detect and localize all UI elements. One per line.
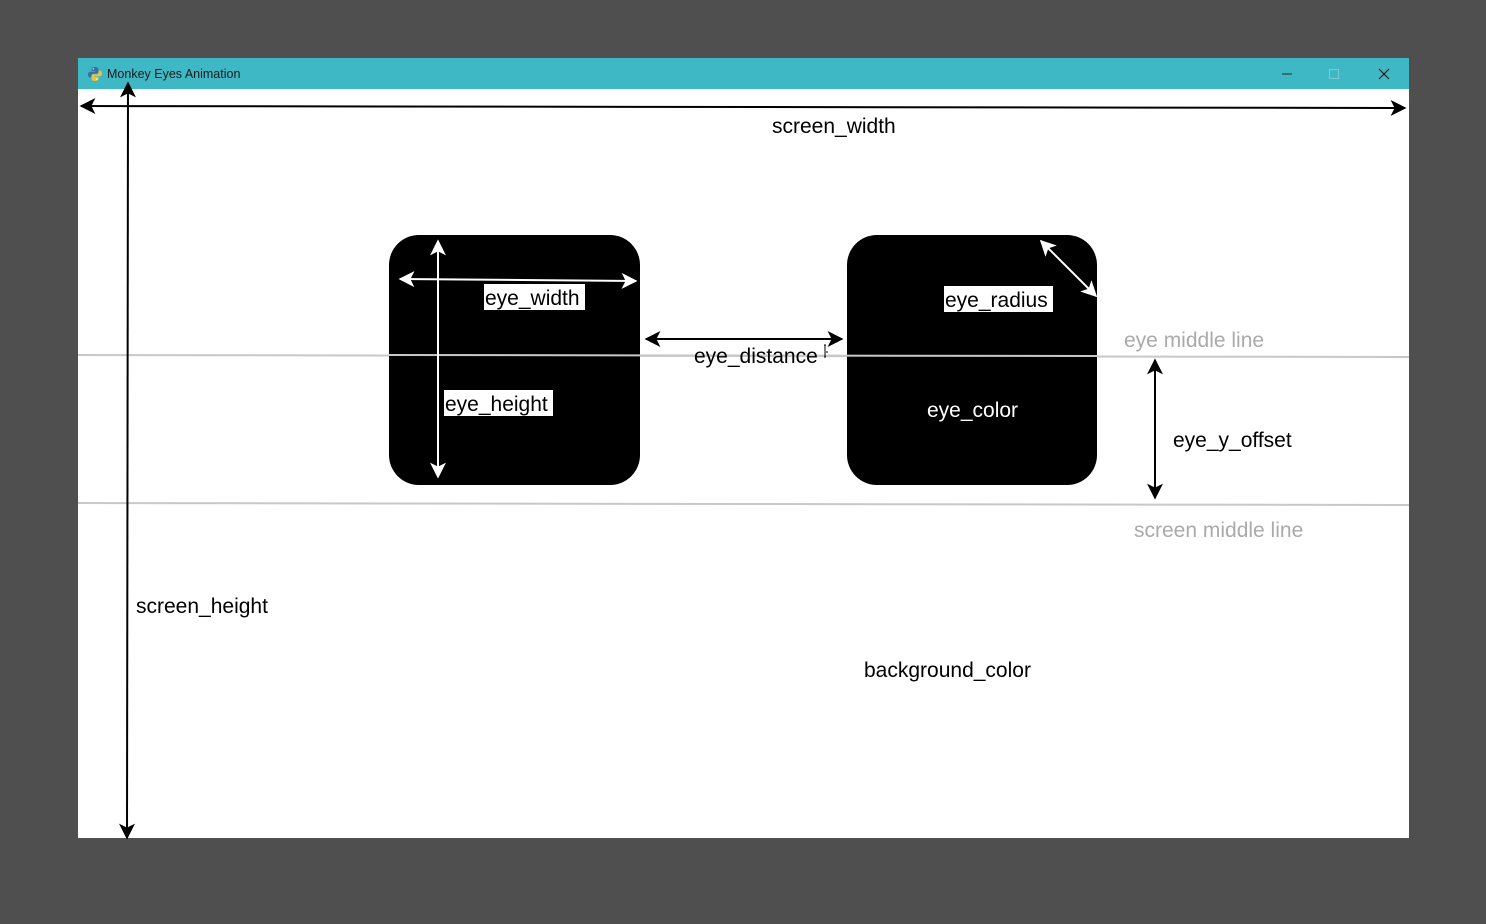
background-color-label: background_color	[864, 659, 1031, 682]
screen-middle-line	[77, 502, 1410, 506]
title-bar[interactable]: Monkey Eyes Animation	[78, 58, 1409, 89]
close-icon	[1378, 68, 1390, 79]
eye-width-label-bg	[484, 284, 585, 310]
screen-height-label: screen_height	[136, 595, 268, 618]
screen-width-arrow	[79, 98, 1407, 116]
left-eye	[389, 235, 640, 485]
eye-distance-label: eye_distance	[694, 345, 818, 368]
minimize-icon	[1282, 73, 1292, 74]
maximize-button[interactable]	[1311, 58, 1357, 89]
eye-radius-label-bg	[944, 286, 1053, 312]
python-icon	[88, 67, 102, 81]
eye-middle-line-overlay	[388, 354, 1098, 357]
text-cursor-icon	[824, 344, 828, 358]
close-button[interactable]	[1361, 58, 1407, 89]
screen-middle-line-label: screen middle line	[1134, 519, 1303, 542]
eye-middle-line-label: eye middle line	[1124, 329, 1264, 352]
screen-height-arrow	[119, 81, 136, 840]
eye-radius-label: eye_radius	[945, 289, 1048, 312]
eye-radius-arrow	[1039, 239, 1098, 298]
eye-height-label: eye_height	[445, 393, 548, 416]
eye-y-offset-label: eye_y_offset	[1173, 429, 1292, 452]
maximize-icon	[1329, 68, 1339, 79]
screen-canvas	[78, 89, 1409, 838]
window-title: Monkey Eyes Animation	[107, 67, 241, 81]
app-window: Monkey Eyes Animation	[78, 58, 1409, 838]
right-eye	[847, 235, 1097, 485]
minimize-button[interactable]	[1264, 58, 1310, 89]
eye-width-label: eye_width	[485, 287, 580, 310]
eye-color-label: eye_color	[927, 399, 1018, 422]
eye-height-label-bg	[444, 390, 553, 416]
screen-width-label: screen_width	[772, 115, 896, 138]
